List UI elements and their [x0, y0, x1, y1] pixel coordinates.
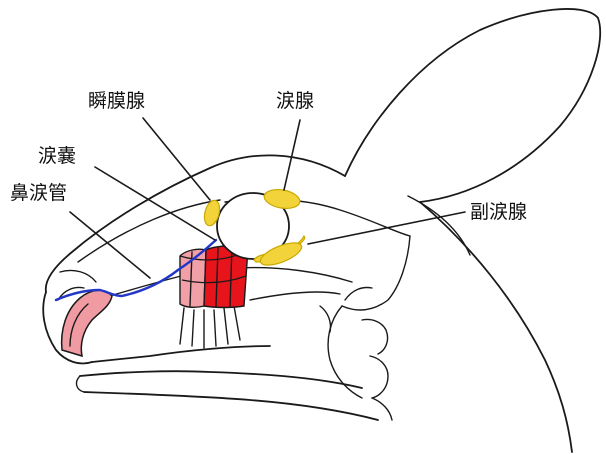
- label-nictitating-gland: 瞬膜腺: [88, 90, 145, 112]
- nasolacrimal-duct-line: [54, 238, 218, 302]
- label-accessory-lacrimal-gland: 副涙腺: [470, 200, 527, 223]
- labels: 瞬膜腺 涙腺 涙嚢 鼻涙管 副涙腺: [10, 89, 527, 223]
- nictitating-gland-shape: [203, 199, 221, 227]
- leader-lacrimal-gland: [283, 119, 301, 191]
- ear-outline: [344, 8, 602, 453]
- label-lacrimal-sac: 涙嚢: [38, 144, 76, 167]
- nasal-turbinate: [60, 289, 113, 358]
- lacrimal-sac-shape: [179, 245, 249, 309]
- label-lacrimal-gland: 涙腺: [276, 89, 314, 112]
- eye-ball: [216, 192, 290, 260]
- label-nasolacrimal-duct: 鼻涙管: [10, 181, 67, 204]
- accessory-lacrimal-gland-shape: [253, 234, 306, 266]
- skull-details: [95, 198, 411, 421]
- leader-nasolacrimal-duct: [69, 211, 151, 279]
- head-outline: [42, 154, 379, 421]
- teeth-lines: [179, 305, 241, 349]
- leader-lines: [69, 117, 466, 279]
- leader-lacrimal-sac: [94, 166, 216, 241]
- leader-nictitating-gland: [142, 117, 211, 201]
- leader-accessory-lacrimal-gland: [307, 211, 466, 245]
